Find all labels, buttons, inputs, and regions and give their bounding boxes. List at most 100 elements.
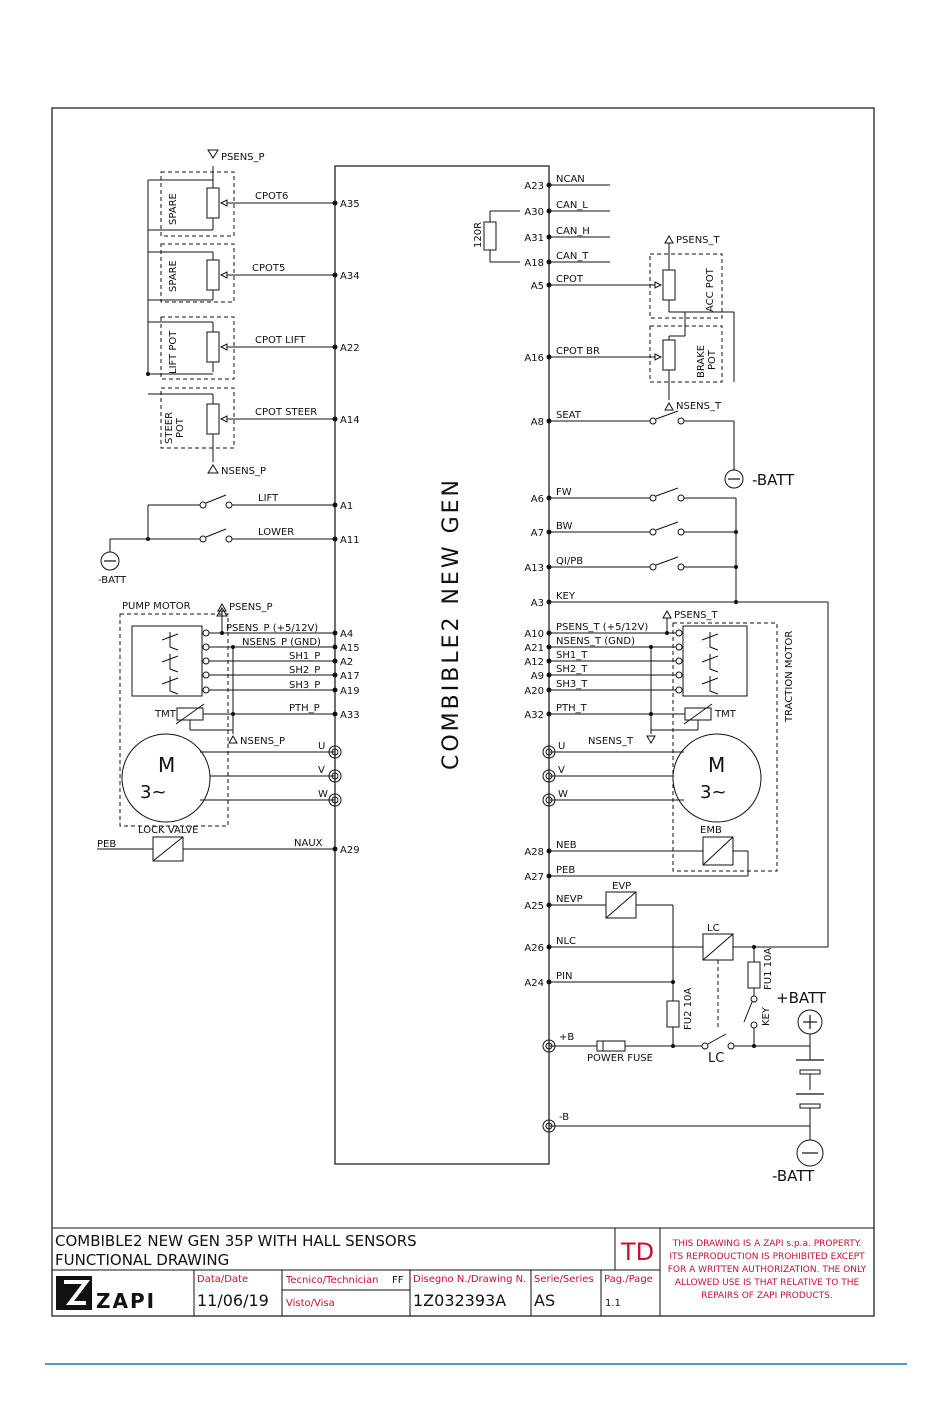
pin-label-a28: A28 — [524, 847, 544, 858]
pin-label-a6: A6 — [531, 494, 544, 505]
signal-label-a8: SEAT — [556, 410, 582, 421]
minus-batt-right-icon — [724, 469, 744, 489]
left-pot-section: PSENS_P SPARE CPOT6 SPARE CPOT5 LIFT POT — [146, 149, 335, 477]
minus-batt-left-label: -BATT — [98, 575, 127, 586]
pin-label-a34: A34 — [340, 271, 360, 282]
psens-t-top-label: PSENS_T — [676, 235, 721, 246]
signal-label-a16: CPOT BR — [556, 346, 600, 357]
date-value: 11/06/19 — [197, 1291, 269, 1310]
signal-label-a32: PTH_T — [556, 703, 588, 714]
traction-u-label: U — [558, 741, 565, 752]
emb-label: EMB — [700, 825, 722, 836]
traction-motor-3: 3~ — [700, 782, 727, 803]
signal-label-a12: SH1_T — [556, 650, 588, 661]
title-block: COMBIBLE2 NEW GEN 35P WITH HALL SENSORS … — [52, 1227, 874, 1316]
drawing-number-label: Disegno N./Drawing N. — [413, 1274, 526, 1285]
signal-label-a30: CAN_L — [556, 200, 588, 211]
pump-w-label: W — [318, 789, 328, 800]
minus-b-label: -B — [559, 1112, 569, 1123]
pin-label-a35: A35 — [340, 199, 360, 210]
pump-motor-3: 3~ — [140, 782, 167, 803]
psens-p-top-label: PSENS_P — [221, 152, 265, 163]
lc-coil-label: LC — [707, 923, 720, 934]
pump-u-label: U — [318, 741, 325, 752]
signal-label-a28: NEB — [556, 840, 577, 851]
pin-label-a23: A23 — [524, 181, 544, 192]
pin-label-a19: A19 — [340, 686, 360, 697]
tmt-pump-label: TMT — [154, 709, 177, 720]
pump-motor-m: M — [158, 753, 175, 777]
notice-line-3: FOR A WRITTEN AUTHORIZATION. THE ONLY — [668, 1265, 867, 1275]
zapi-wordmark: ZAPI — [96, 1289, 156, 1313]
zapi-logo: ZAPI — [56, 1276, 156, 1313]
steer-label: STEER — [164, 412, 175, 444]
signal-label-a3: KEY — [556, 591, 576, 602]
controller-box — [334, 165, 550, 1165]
page-value: 1.1 — [605, 1298, 621, 1309]
pth-p-label: PTH_P — [289, 703, 320, 714]
signal-label-a21: NSENS_T (GND) — [556, 636, 635, 647]
resistor-label: 120R — [473, 222, 484, 248]
steer-pot — [160, 387, 235, 449]
cpot5-label: CPOT5 — [252, 263, 285, 274]
lift-pot-label: LIFT POT — [168, 330, 179, 374]
spare-label-2: SPARE — [168, 260, 179, 292]
naux-label: NAUX — [294, 838, 323, 849]
pin-label-a25: A25 — [524, 901, 544, 912]
fu2-label: FU2 10A — [683, 988, 694, 1030]
plus-batt-label: +BATT — [776, 989, 827, 1007]
pin-label-a13: A13 — [524, 563, 544, 574]
signal-label-a18: CAN_T — [556, 251, 589, 262]
power-section: EVP LC FU2 10A FU1 10A KEY POWER FUSE — [542, 881, 828, 1185]
spare-pot-2 — [160, 243, 235, 303]
traction-power-terminals: U V W — [542, 741, 568, 807]
pin-label-a16: A16 — [524, 353, 544, 364]
signal-label-a23: NCAN — [556, 174, 585, 185]
date-label: Data/Date — [197, 1274, 248, 1285]
signal-label-a31: CAN_H — [556, 226, 590, 237]
spare-pot-1 — [160, 171, 235, 237]
seat-travel-switches: -BATT — [549, 410, 829, 947]
psens-p-label: PSENS_P (+5/12V) — [226, 623, 318, 634]
signal-label-a9: SH2_T — [556, 664, 588, 675]
minus-batt-bottom-icon — [796, 1139, 824, 1167]
pin-label-a10: A10 — [524, 629, 544, 640]
pin-label-a22: A22 — [340, 343, 360, 354]
drawing-subtitle: FUNCTIONAL DRAWING — [55, 1251, 229, 1269]
peb-left-label: PEB — [97, 839, 116, 850]
signal-label-a5: CPOT — [556, 274, 584, 285]
signal-label-a27: PEB — [556, 865, 575, 876]
pump-motor-symbol — [121, 733, 211, 823]
visto-label: Visto/Visa — [286, 1298, 335, 1309]
drawing-frame — [51, 107, 875, 1317]
pump-motor-label: PUMP MOTOR — [122, 601, 191, 612]
notice-line-5: REPAIRS OF ZAPI PRODUCTS. — [701, 1291, 832, 1301]
traction-motor-label: TRACTION MOTOR — [784, 631, 795, 723]
drawing-title: COMBIBLE2 NEW GEN 35P WITH HALL SENSORS — [55, 1232, 417, 1250]
plus-b-label: +B — [559, 1032, 574, 1043]
pin-label-a11: A11 — [340, 535, 360, 546]
pin-label-a5: A5 — [531, 281, 544, 292]
psens-t-motor-label: PSENS_T — [674, 610, 719, 621]
pin-label-a9: A9 — [531, 671, 544, 682]
tmt-traction-label: TMT — [714, 709, 737, 720]
spare-label-1: SPARE — [168, 193, 179, 225]
sh3-p-label: SH3_P — [289, 680, 320, 691]
nsens-t-motor-label: NSENS_T — [588, 736, 634, 747]
pin-label-a29: A29 — [340, 845, 360, 856]
traction-motor: PSENS_T TRACTION MOTOR TMT NSENS_T M 3~ — [549, 609, 795, 877]
lower-label: LOWER — [258, 527, 294, 538]
pin-label-a17: A17 — [340, 671, 360, 682]
notice-line-1: THIS DRAWING IS A ZAPI s.p.a. PROPERTY. — [672, 1239, 861, 1249]
series-label: Serie/Series — [534, 1274, 594, 1285]
lock-valve-label: LOCK VALVE — [138, 825, 198, 836]
minus-batt-right-label: -BATT — [752, 471, 795, 489]
nsens-p-pump-label: NSENS_P — [240, 736, 285, 747]
minus-batt-bottom-label: -BATT — [772, 1167, 815, 1185]
pin-label-a14: A14 — [340, 415, 360, 426]
acc-pot-label: ACC POT — [705, 267, 716, 312]
pin-label-a32: A32 — [524, 710, 544, 721]
pump-motor: PUMP MOTOR PSENS_P PSENS_P (+5/12V) NSEN… — [119, 601, 335, 827]
